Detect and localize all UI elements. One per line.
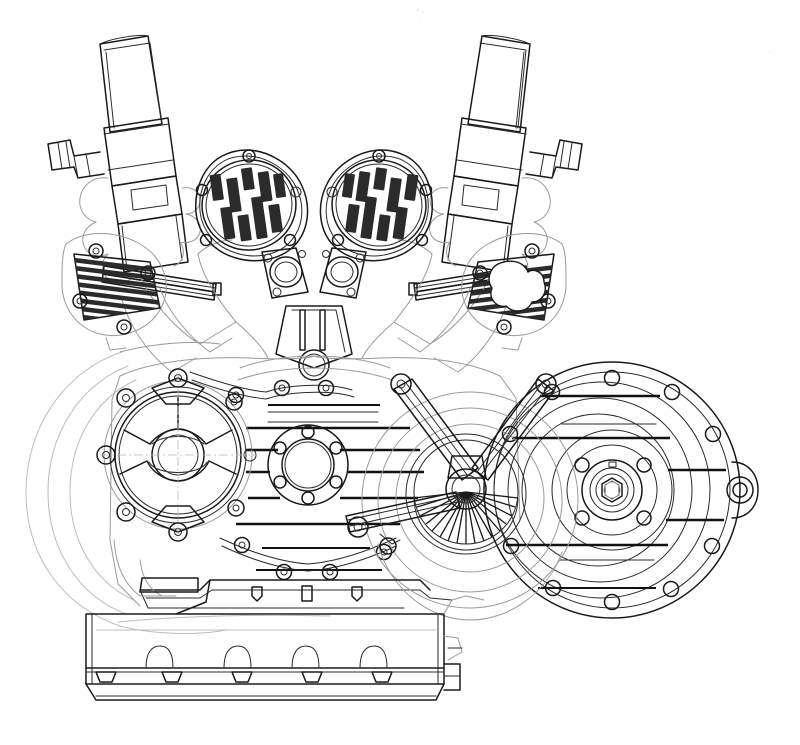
cam-cover-bolts-left: [195, 149, 302, 247]
sump-bolt-tabs: [95, 671, 393, 683]
flywheel-housing-left: [96, 368, 257, 542]
finned-cover-right: [461, 233, 567, 351]
cylinder-block-left: [121, 239, 269, 373]
velocity-stack-left: [99, 35, 163, 133]
port-boss-right: [319, 247, 367, 299]
clutch-cover-rib-lines: [506, 394, 726, 589]
valley-center: [237, 305, 393, 381]
clutch-hub-bolt-holes: [574, 457, 652, 526]
clutch-basket-outline: [361, 391, 579, 621]
valley-fins: [299, 309, 326, 351]
cam-cover-right: [319, 149, 433, 299]
fan-blades: [413, 491, 519, 544]
cam-cover-bolts-right: [326, 149, 433, 247]
crank-nose-boss: [298, 349, 330, 381]
linkage-hub: [445, 468, 487, 510]
carburetor-body-left: [103, 117, 189, 273]
cam-cover-left: [195, 149, 309, 299]
port-boss-left: [261, 247, 309, 299]
cam-cover-ribs-left: [209, 167, 287, 242]
linkage-arm-lower-left: [345, 491, 461, 555]
intake-assembly-right: [408, 35, 583, 301]
center-bearing-flange: [267, 424, 349, 506]
fuel-fitting-right: [525, 139, 583, 179]
bellhousing-outline-left: [25, 341, 227, 634]
flywheel-housing-bolts: [96, 368, 257, 542]
linkage-hub-collar: [447, 455, 487, 479]
fuel-fitting-left: [47, 139, 105, 179]
crankcase-body: [109, 355, 521, 607]
sump-internal-webs: [145, 645, 388, 669]
finned-cover-left: [61, 233, 167, 351]
clutch-hub: [581, 459, 643, 521]
sump-upper-fasteners: [251, 585, 363, 602]
linkage-arm-upper-right: [471, 373, 557, 481]
case-skirt-right: [443, 595, 485, 661]
case-skirt-left: [113, 539, 199, 597]
radial-fan: [413, 439, 519, 551]
flange-bolt-holes: [273, 425, 343, 505]
fin-cover-bolts-right: [472, 243, 556, 335]
linkage-arm-upper-left: [390, 373, 479, 481]
fins-right: [468, 260, 554, 320]
y-linkage: [345, 373, 557, 555]
fin-cover-bolts-left: [72, 243, 156, 335]
scan-artifacts: [11, 7, 771, 53]
velocity-stack-right: [467, 35, 531, 133]
hex-nut-center: [601, 477, 623, 503]
cam-cover-ribs-right: [341, 167, 419, 242]
